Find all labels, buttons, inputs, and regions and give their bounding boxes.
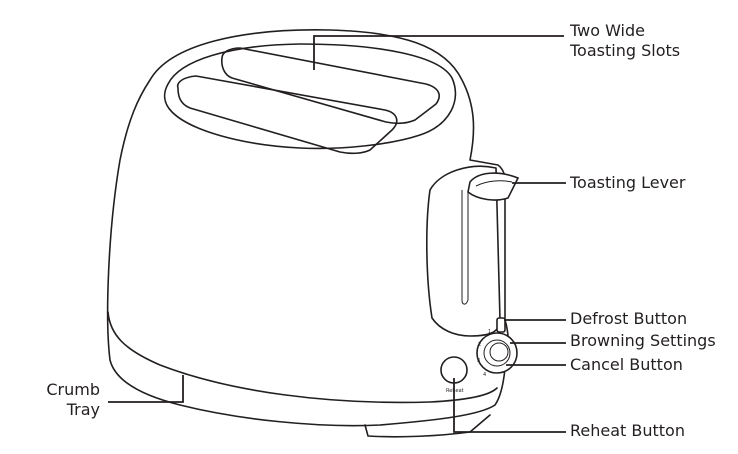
cancel-button	[489, 342, 509, 362]
top-recess	[163, 43, 457, 150]
label-reheat-button: Reheat Button	[570, 421, 685, 440]
toasting-slot-front	[176, 75, 398, 155]
browning-dial-outer	[476, 332, 518, 374]
dial-mark-3: 3	[477, 358, 480, 364]
label-two-wide-toasting-slots: Two Wide Toasting Slots	[570, 21, 681, 60]
label-defrost-button: Defrost Button	[570, 309, 688, 328]
toaster-base	[107, 311, 498, 404]
browning-dial-inner	[483, 339, 511, 367]
toaster-foot	[364, 414, 491, 438]
dial-mark-2: 2	[478, 342, 481, 348]
lever-track-recess	[426, 165, 501, 337]
toasting-lever	[467, 172, 520, 201]
leader-slots	[313, 35, 564, 70]
label-browning-settings: Browning Settings	[570, 331, 716, 350]
toasting-lever-detail	[475, 180, 513, 187]
leader-reheat	[453, 378, 566, 433]
dial-mark-4: 4	[483, 372, 486, 378]
toaster-body	[106, 29, 510, 427]
label-toasting-lever: Toasting Lever	[570, 173, 686, 192]
label-cancel-button: Cancel Button	[570, 355, 683, 374]
leader-crumb	[108, 375, 184, 403]
toasting-slot-rear	[221, 47, 440, 125]
lever-track-slot	[461, 190, 469, 305]
label-crumb-tray: Crumb Tray	[46, 380, 100, 419]
dial-mark-1: 1	[488, 329, 491, 335]
defrost-button	[496, 317, 506, 333]
